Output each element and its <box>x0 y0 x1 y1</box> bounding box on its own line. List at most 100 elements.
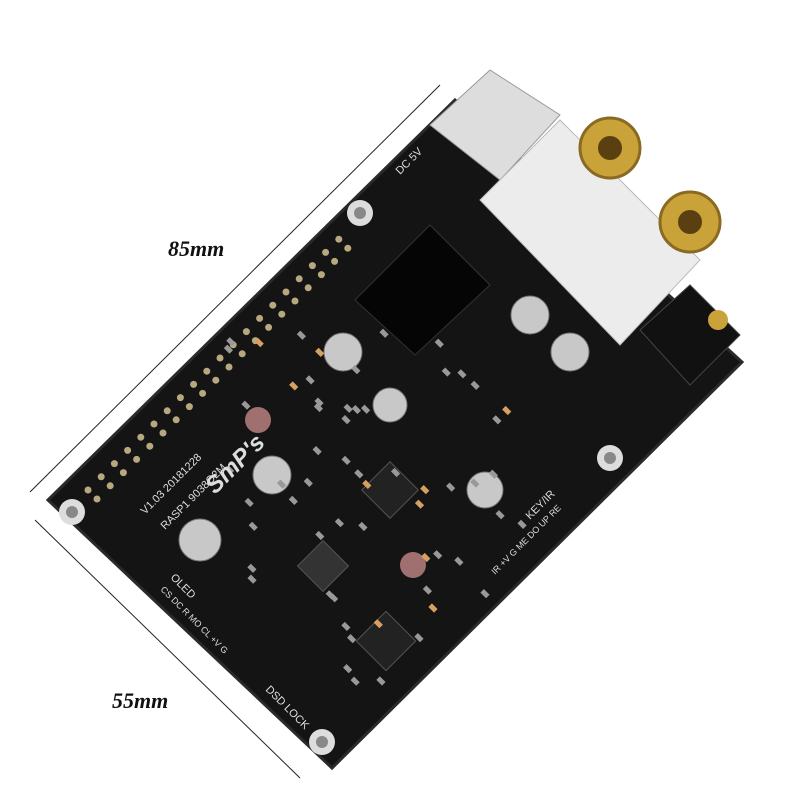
smd-part <box>422 585 433 595</box>
power-module <box>354 224 491 356</box>
header-pin <box>119 469 127 477</box>
smd-part <box>343 664 353 674</box>
smd-part <box>276 479 287 489</box>
smd-part <box>312 446 322 456</box>
length-dimension-line <box>29 84 441 493</box>
header-pin <box>133 455 141 463</box>
smd-part <box>414 499 425 509</box>
smd-part <box>373 619 383 629</box>
mounting-holes <box>59 200 623 755</box>
gpio-header <box>84 235 352 503</box>
smd-part <box>362 479 372 490</box>
header-pin <box>238 350 246 358</box>
smd-part <box>379 328 389 338</box>
header-pin <box>150 420 158 428</box>
power-connector <box>429 69 561 181</box>
header-pin <box>190 380 198 388</box>
smd-part <box>457 369 467 379</box>
smd-part <box>434 338 444 348</box>
header-pin <box>269 301 277 309</box>
header-pin <box>331 257 339 265</box>
smd-part <box>314 397 324 407</box>
capacitors <box>178 295 590 562</box>
smd-part <box>325 590 335 600</box>
smd-part <box>480 589 490 599</box>
header-pin <box>308 262 316 270</box>
smd-part <box>254 338 264 348</box>
header-pin <box>110 460 118 468</box>
header-pin <box>322 248 330 256</box>
header-pin <box>163 407 171 415</box>
smd-part <box>244 497 254 508</box>
smd-part <box>341 455 351 465</box>
smd-part <box>296 330 306 340</box>
header-pin <box>124 446 132 454</box>
smd-part <box>288 495 298 505</box>
smd-part <box>351 365 361 375</box>
header-pin <box>265 323 273 331</box>
header-pin <box>335 235 343 243</box>
header-pin <box>172 416 180 424</box>
smd-part <box>358 521 368 532</box>
smd-part <box>454 556 464 566</box>
header-pin <box>212 376 220 384</box>
smd-part <box>315 530 325 541</box>
header-pin <box>159 429 167 437</box>
smd-part <box>343 403 353 413</box>
header-pin <box>216 354 224 362</box>
smd-part <box>492 415 502 425</box>
smd-part <box>414 633 424 643</box>
smd-part <box>289 381 299 391</box>
smd-part <box>341 621 351 632</box>
smd-part <box>495 510 505 520</box>
header-pin <box>295 275 303 283</box>
smd-part <box>441 367 451 377</box>
header-pin <box>203 367 211 375</box>
header-pin <box>256 314 264 322</box>
length-label: 85mm <box>168 236 225 261</box>
smd-part <box>334 518 345 528</box>
smd-part <box>303 477 313 487</box>
header-pin <box>344 244 352 252</box>
smd-part <box>354 469 364 479</box>
header-pin <box>291 297 299 305</box>
header-pin <box>199 389 207 397</box>
header-pin <box>176 394 184 402</box>
smd-part <box>341 415 351 425</box>
smd-part <box>247 563 257 573</box>
smd-part <box>226 337 236 347</box>
smd-part <box>502 405 512 416</box>
smd-part <box>241 400 251 410</box>
smd-part <box>517 519 527 529</box>
width-label: 55mm <box>112 688 169 713</box>
smd-part <box>470 478 480 488</box>
header-pin <box>304 284 312 292</box>
header-pin <box>282 288 290 296</box>
headphone-jack <box>639 284 741 386</box>
smd-part <box>420 485 430 495</box>
smd-part <box>433 550 443 560</box>
header-pin <box>93 495 101 503</box>
smd-part <box>350 676 360 686</box>
header-pin <box>84 486 92 494</box>
smd-part <box>421 552 431 563</box>
header-pin <box>97 473 105 481</box>
smd-part <box>360 404 371 414</box>
smd-part <box>305 375 315 385</box>
smd-part <box>347 634 357 644</box>
header-pin <box>106 482 114 490</box>
header-pin <box>185 403 193 411</box>
header-pin <box>146 442 154 450</box>
header-pin <box>317 271 325 279</box>
smd-part <box>248 521 258 531</box>
smd-part <box>488 469 499 479</box>
smd-part <box>224 465 235 475</box>
smd-part <box>223 344 234 354</box>
smd-components <box>223 328 527 686</box>
header-pin <box>242 328 250 336</box>
ics <box>296 461 419 672</box>
smd-part <box>428 603 438 613</box>
rca-housing <box>479 119 701 346</box>
